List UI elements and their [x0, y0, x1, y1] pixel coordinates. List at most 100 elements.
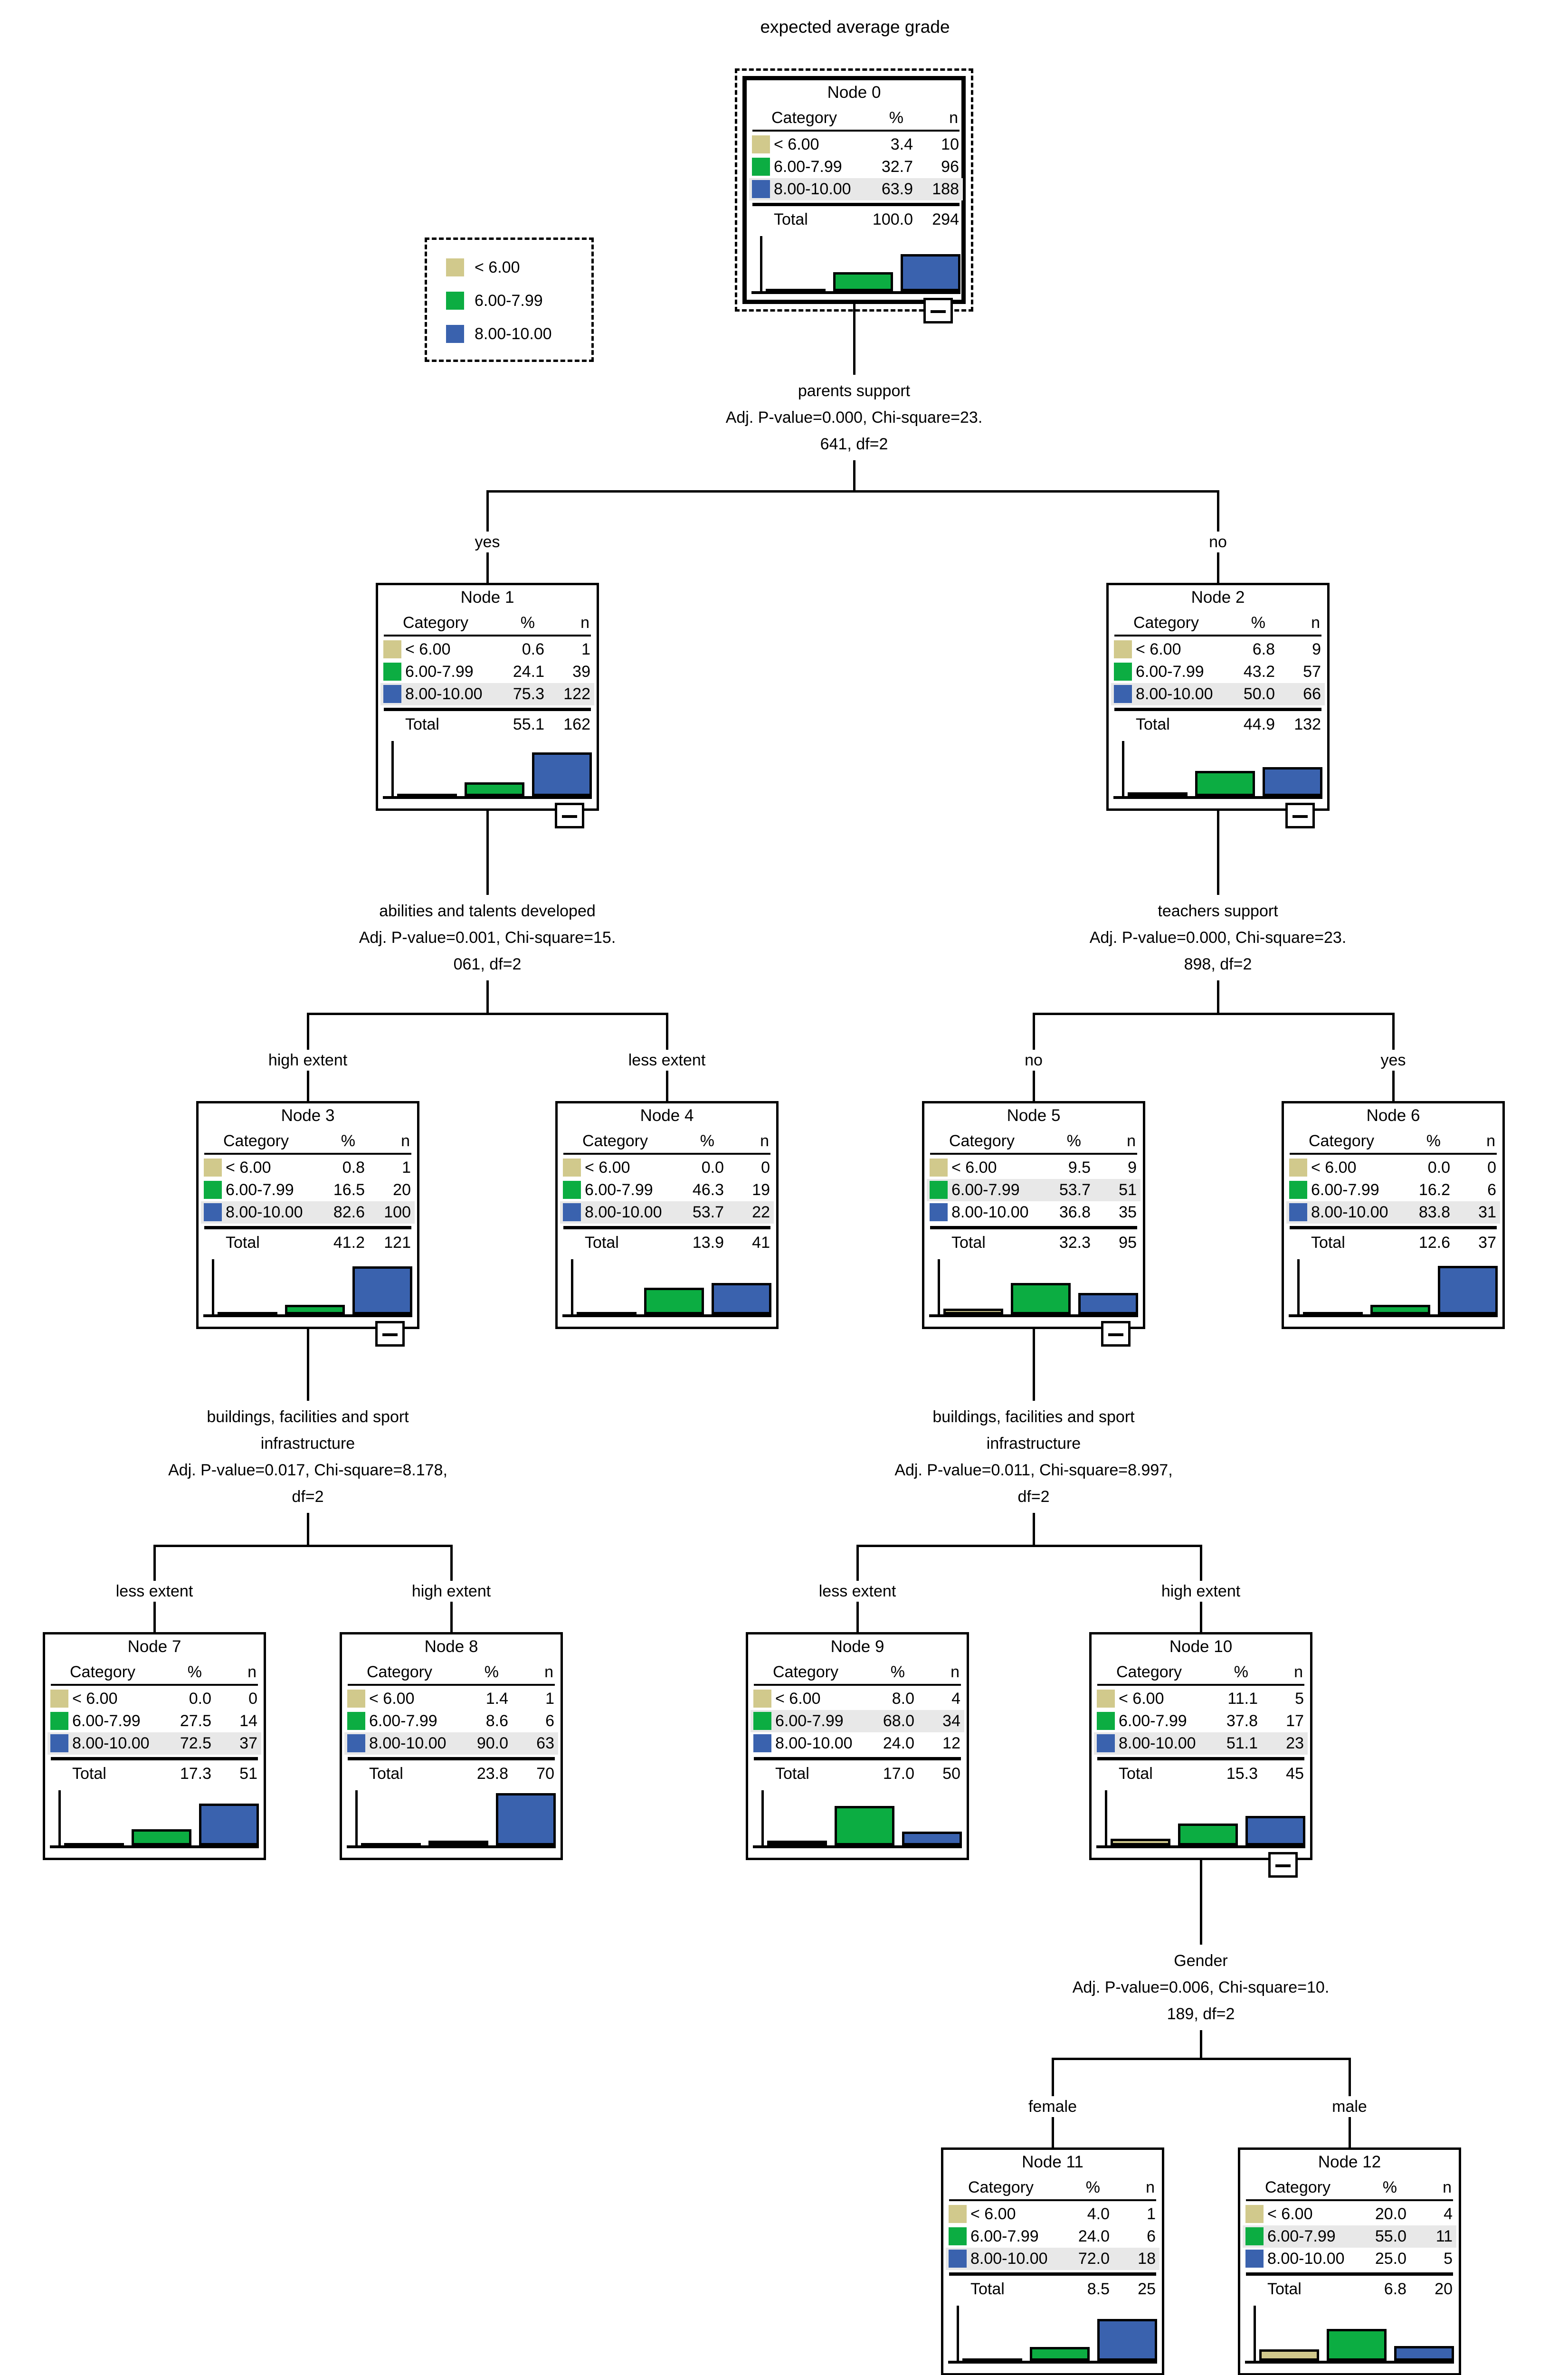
collapse-button[interactable]: [555, 803, 584, 828]
header-rule: [204, 1153, 411, 1155]
total-label: Total: [774, 210, 808, 228]
total-rule: [384, 708, 591, 711]
bar-lt6: [943, 1309, 1003, 1314]
branch-label: high extent: [261, 1050, 354, 1071]
cell-pct: 32.7: [881, 158, 913, 176]
cell-n: 96: [941, 158, 959, 176]
total-rule: [563, 1226, 770, 1229]
category-swatch-icon: [204, 1203, 222, 1221]
split-stats-line: infrastructure: [260, 1434, 355, 1453]
cell-category: 8.00-10.00: [970, 2250, 1048, 2268]
bar-lt6: [962, 2358, 1022, 2363]
chart-y-axis: [760, 236, 762, 294]
cell-category: 8.00-10.00: [226, 1203, 303, 1221]
cell-pct: 6.8: [1252, 640, 1275, 658]
cell-n: 17: [1286, 1712, 1304, 1730]
split-stats-line: df=2: [292, 1488, 324, 1506]
bar-lt6: [577, 1312, 637, 1317]
chart-y-axis: [58, 1790, 61, 1848]
branch-label: less extent: [621, 1050, 713, 1071]
cell-n: 1: [1147, 2205, 1156, 2223]
split-stats-line: Adj. P-value=0.006, Chi-square=10.: [1072, 1978, 1330, 1996]
collapse-button[interactable]: [1101, 1321, 1131, 1347]
col-header-n: n: [949, 109, 958, 127]
cell-category: 8.00-10.00: [774, 180, 851, 198]
cell-n: 6: [545, 1712, 554, 1730]
collapse-button[interactable]: [1268, 1852, 1298, 1878]
minus-icon: [1108, 1333, 1123, 1336]
connector-line: [853, 460, 855, 490]
cell-category: < 6.00: [774, 135, 819, 153]
table-header-row: Category%n: [380, 612, 594, 634]
category-swatch-icon: [383, 685, 401, 703]
collapse-button[interactable]: [923, 298, 953, 323]
category-swatch-icon: [347, 1734, 365, 1752]
cell-pct: 4.0: [1087, 2205, 1110, 2223]
total-label: Total: [970, 2280, 1005, 2298]
collapse-button[interactable]: [375, 1321, 405, 1347]
cell-pct: 100.0: [872, 210, 913, 228]
chart-x-axis: [751, 291, 960, 294]
branch-label: no: [1202, 532, 1234, 552]
node-title: Node 2: [1191, 588, 1245, 607]
cell-category: 8.00-10.00: [369, 1734, 447, 1752]
split-stats-line: Adj. P-value=0.000, Chi-square=23.: [1089, 929, 1347, 947]
cell-pct: 8.0: [892, 1690, 914, 1708]
table-header-row: Category%n: [751, 1661, 964, 1683]
col-header-category: Category: [949, 1132, 1015, 1150]
table-header-row: Category%n: [344, 1661, 558, 1683]
chart-x-axis: [1245, 2361, 1454, 2364]
bar-6to8: [833, 272, 893, 291]
cell-category: < 6.00: [951, 1159, 997, 1177]
bar-6to8: [285, 1305, 345, 1314]
total-label: Total: [775, 1765, 809, 1783]
legend-label: 6.00-7.99: [475, 292, 543, 310]
total-rule: [1246, 2272, 1453, 2276]
cell-pct: 17.3: [180, 1765, 211, 1783]
bar-lt6: [767, 1841, 827, 1845]
cell-n: 9: [1128, 1159, 1137, 1177]
cell-pct: 53.7: [1059, 1181, 1091, 1199]
header-rule: [930, 1153, 1137, 1155]
cell-category: 8.00-10.00: [1119, 1734, 1196, 1752]
cell-pct: 63.9: [881, 180, 913, 198]
branch-label: male: [1325, 2096, 1374, 2117]
chart-y-axis: [1122, 741, 1124, 799]
cell-pct: 15.3: [1226, 1765, 1258, 1783]
cell-category: 8.00-10.00: [405, 685, 483, 703]
cell-n: 22: [752, 1203, 770, 1221]
col-header-n: n: [1311, 614, 1320, 632]
category-swatch-icon: [50, 1690, 68, 1708]
bar-6to8: [1178, 1824, 1238, 1845]
header-rule: [348, 1684, 555, 1686]
collapse-button[interactable]: [1285, 803, 1315, 828]
bar-6to8: [835, 1806, 894, 1845]
cell-n: 45: [1286, 1765, 1304, 1783]
